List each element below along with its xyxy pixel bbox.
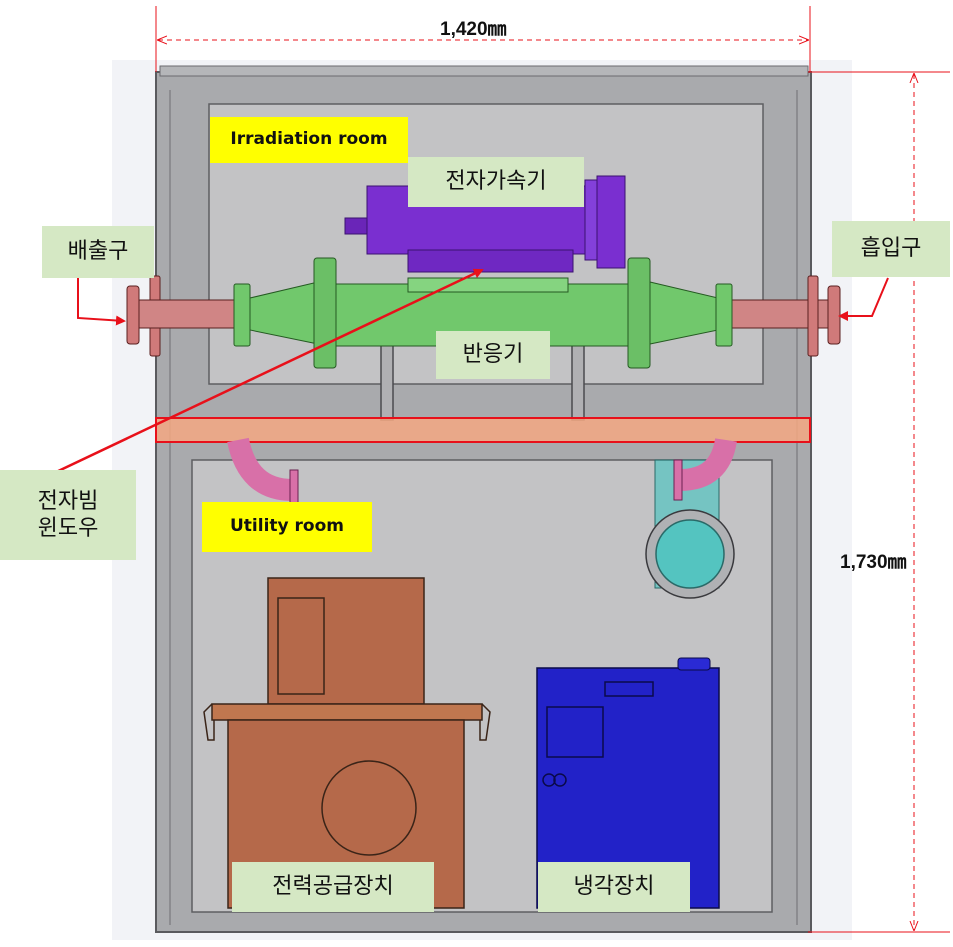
power-supply-label: 전력공급장치 bbox=[232, 862, 434, 912]
utility-room-label: Utility room bbox=[202, 502, 372, 552]
inlet-label: 흡입구 bbox=[832, 221, 950, 277]
outlet-pipe bbox=[126, 275, 240, 357]
cabinet-top-rail bbox=[159, 65, 809, 77]
cooling-unit-label: 냉각장치 bbox=[538, 862, 690, 912]
accelerator-label: 전자가속기 bbox=[408, 157, 584, 207]
beam-window-label: 전자빔 윈도우 bbox=[0, 470, 136, 560]
irradiation-room-label: Irradiation room bbox=[210, 117, 408, 163]
outlet-label: 배출구 bbox=[42, 226, 154, 278]
reactor bbox=[233, 257, 733, 369]
outlet-arrow bbox=[77, 278, 126, 326]
inlet-pipe bbox=[727, 275, 841, 357]
height-dimension bbox=[808, 71, 950, 933]
reactor-label: 반응기 bbox=[436, 331, 550, 379]
width-dimension bbox=[155, 6, 811, 72]
beam-window-arrow bbox=[51, 268, 484, 476]
beam-window-band bbox=[155, 417, 811, 443]
height-dimension-label: 1,730㎜ bbox=[840, 552, 907, 573]
duct-port bbox=[645, 509, 735, 599]
inlet-arrow bbox=[838, 277, 889, 321]
width-dimension-label: 1,420㎜ bbox=[440, 19, 507, 40]
